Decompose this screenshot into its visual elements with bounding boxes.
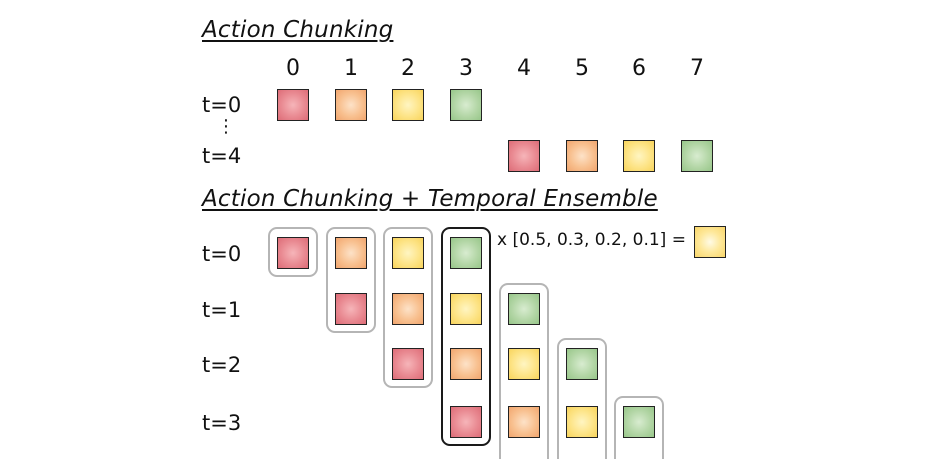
column-header-5: 5 [575,56,589,81]
action-square-orange [335,237,367,269]
action-square-red [335,293,367,325]
timestep-group [614,396,664,459]
timestep-group [499,283,549,459]
action-square-yellow [392,89,424,121]
column-header-2: 2 [401,56,415,81]
action-square-yellow [508,348,540,380]
action-square-orange [450,348,482,380]
ensemble-row-label: t=1 [202,298,242,322]
timestep-group [326,227,376,333]
ensemble-row-label: t=0 [202,242,242,266]
action-square-green [623,406,655,438]
ensemble-row-label: t=3 [202,411,242,435]
action-square-red [277,237,309,269]
column-header-6: 6 [632,56,646,81]
weights-label: x [0.5, 0.3, 0.2, 0.1] = [497,230,686,250]
ensemble-row-label: t=2 [202,353,242,377]
action-square-green [508,293,540,325]
action-square-orange [508,406,540,438]
ellipsis: ⋮ [217,116,235,137]
timestep-group [557,338,607,459]
action-square-green [566,348,598,380]
column-header-1: 1 [344,56,358,81]
column-header-7: 7 [690,56,704,81]
action-square-yellow [450,293,482,325]
timestep-group [383,227,433,388]
highlighted-timestep-group [441,227,491,446]
bottom-title: Action Chunking + Temporal Ensemble [202,186,658,212]
action-square-orange [566,140,598,172]
action-square-yellow [623,140,655,172]
action-square-red [277,89,309,121]
top-row-label: t=4 [202,144,242,168]
action-square-yellow [392,237,424,269]
column-header-0: 0 [286,56,300,81]
column-header-3: 3 [459,56,473,81]
column-header-4: 4 [517,56,531,81]
action-square-green [450,237,482,269]
action-square-orange [392,293,424,325]
top-row-label: t=0 [202,93,242,117]
action-square-green [681,140,713,172]
action-square-red [450,406,482,438]
action-square-orange [335,89,367,121]
top-title: Action Chunking [202,17,394,43]
ensemble-result-square [694,226,726,258]
action-square-yellow [566,406,598,438]
action-square-red [392,348,424,380]
action-square-green [450,89,482,121]
timestep-group [268,227,318,277]
action-square-red [508,140,540,172]
